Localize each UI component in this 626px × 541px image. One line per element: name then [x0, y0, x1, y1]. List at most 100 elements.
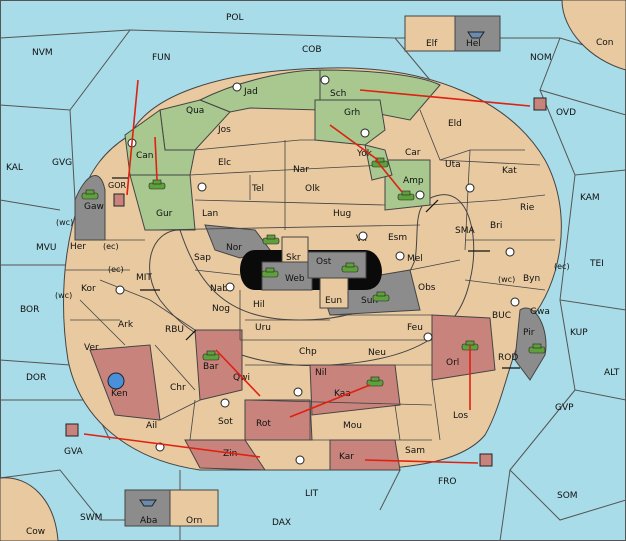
- double-arrow-icon: [425, 199, 439, 213]
- sea-label: NOM: [530, 53, 552, 63]
- province-bar[interactable]: [194, 329, 243, 401]
- svg-text:Car: Car: [405, 148, 421, 158]
- sea-label: Cow: [26, 527, 45, 537]
- supply-center-icon: [415, 190, 425, 200]
- svg-text:Chr: Chr: [170, 383, 186, 393]
- province-aba[interactable]: [124, 489, 171, 527]
- province-gur[interactable]: [129, 174, 196, 231]
- tank-unit-icon[interactable]: [397, 190, 415, 201]
- sea-label: RBU: [165, 325, 184, 335]
- province-grh[interactable]: [314, 99, 386, 146]
- ship-unit-icon[interactable]: [467, 31, 485, 39]
- svg-text:Los: Los: [453, 411, 468, 421]
- ship-unit-icon[interactable]: [65, 423, 79, 437]
- sea-label: SOM: [557, 491, 578, 501]
- move-arrow-icon: [126, 79, 139, 196]
- province-orn[interactable]: [169, 489, 219, 527]
- province-ost[interactable]: [307, 251, 367, 279]
- svg-text:Sam: Sam: [405, 446, 425, 456]
- svg-text:Qwi: Qwi: [233, 373, 250, 383]
- sea-label: Con: [596, 38, 614, 48]
- sea-label: POL: [226, 13, 244, 23]
- sea-label: FUN: [152, 53, 171, 63]
- tank-unit-icon[interactable]: [202, 350, 220, 361]
- svg-text:Jad: Jad: [243, 87, 258, 97]
- sea-label: GVG: [52, 158, 72, 168]
- svg-text:Pir: Pir: [523, 328, 535, 338]
- tank-unit-icon[interactable]: [372, 291, 390, 302]
- svg-text:Grh: Grh: [344, 108, 360, 118]
- tank-unit-icon[interactable]: [262, 234, 280, 245]
- svg-text:Kor: Kor: [81, 284, 96, 294]
- svg-text:Zin: Zin: [223, 449, 237, 459]
- svg-text:Ark: Ark: [118, 320, 134, 330]
- sea-label: NVM: [32, 48, 53, 58]
- province-skr[interactable]: [281, 236, 309, 264]
- svg-text:Mou: Mou: [343, 421, 362, 431]
- svg-text:Kat: Kat: [502, 166, 517, 176]
- svg-text:(ec): (ec): [108, 265, 124, 274]
- svg-text:Ver: Ver: [84, 343, 99, 353]
- ship-unit-icon[interactable]: [533, 97, 547, 111]
- province-elf[interactable]: [404, 15, 456, 52]
- tank-unit-icon[interactable]: [81, 189, 99, 200]
- ship-unit-icon[interactable]: [113, 193, 125, 207]
- province-pir[interactable]: [514, 307, 547, 381]
- svg-text:Eun: Eun: [325, 296, 342, 306]
- svg-text:Can: Can: [136, 151, 154, 161]
- sea-label: FRO: [438, 477, 457, 487]
- supply-center-icon: [220, 398, 230, 408]
- svg-text:Eld: Eld: [448, 119, 462, 129]
- sea-label: OVD: [556, 108, 576, 118]
- svg-text:Mel: Mel: [407, 254, 423, 264]
- province-gaw[interactable]: [74, 175, 106, 241]
- svg-text:Nog: Nog: [212, 304, 230, 314]
- tank-unit-icon[interactable]: [366, 376, 384, 387]
- province-labels: Jad Sch Qua Jos Grh Eld Can Elc Nar Yok …: [70, 39, 550, 526]
- svg-text:Neu: Neu: [368, 348, 386, 358]
- svg-text:(wc): (wc): [55, 291, 72, 300]
- svg-text:Sot: Sot: [218, 417, 233, 427]
- move-arrow-icon: [154, 136, 158, 181]
- svg-text:Ail: Ail: [146, 421, 157, 431]
- svg-text:(wc): (wc): [498, 275, 515, 284]
- tank-unit-icon[interactable]: [528, 343, 546, 354]
- supply-center-icon: [423, 332, 433, 342]
- supply-center-icon: [197, 182, 207, 192]
- supply-center-icon: [295, 455, 305, 465]
- svg-text:Nar: Nar: [293, 165, 309, 175]
- coast-labels: (wc) (ec) (ec) (wc) (wc) (ec): [55, 218, 570, 300]
- sea-label: SWM: [80, 513, 102, 523]
- svg-text:Sch: Sch: [330, 89, 346, 99]
- svg-text:(wc): (wc): [56, 218, 73, 227]
- supply-center-icon: [465, 183, 475, 193]
- svg-text:Obs: Obs: [418, 283, 436, 293]
- svg-text:Bar: Bar: [203, 362, 219, 372]
- svg-text:Nil: Nil: [315, 368, 327, 378]
- double-arrows: [112, 177, 520, 369]
- svg-text:Bri: Bri: [490, 221, 502, 231]
- tank-unit-icon[interactable]: [261, 267, 279, 278]
- svg-text:Esm: Esm: [388, 233, 407, 243]
- sea-label: MIT: [136, 273, 152, 283]
- sea-label: SMA: [455, 226, 475, 236]
- supply-center-icon: [395, 251, 405, 261]
- move-arrow-icon: [375, 159, 403, 193]
- svg-text:Gur: Gur: [156, 209, 173, 219]
- svg-text:Lan: Lan: [202, 209, 218, 219]
- province-con[interactable]: [561, 0, 626, 71]
- ship-unit-icon[interactable]: [107, 372, 125, 390]
- svg-text:Sap: Sap: [194, 253, 211, 263]
- tank-unit-icon[interactable]: [341, 262, 359, 273]
- order-arrows: [83, 79, 531, 464]
- svg-text:Gwa: Gwa: [530, 307, 550, 317]
- supply-center-icon: [360, 128, 370, 138]
- tank-unit-icon[interactable]: [148, 179, 166, 190]
- svg-text:Chp: Chp: [299, 347, 317, 357]
- province-eun[interactable]: [319, 277, 349, 309]
- svg-text:Orn: Orn: [186, 516, 202, 526]
- ship-unit-icon[interactable]: [479, 453, 493, 467]
- ship-unit-icon[interactable]: [139, 499, 157, 507]
- svg-text:Olk: Olk: [305, 184, 321, 194]
